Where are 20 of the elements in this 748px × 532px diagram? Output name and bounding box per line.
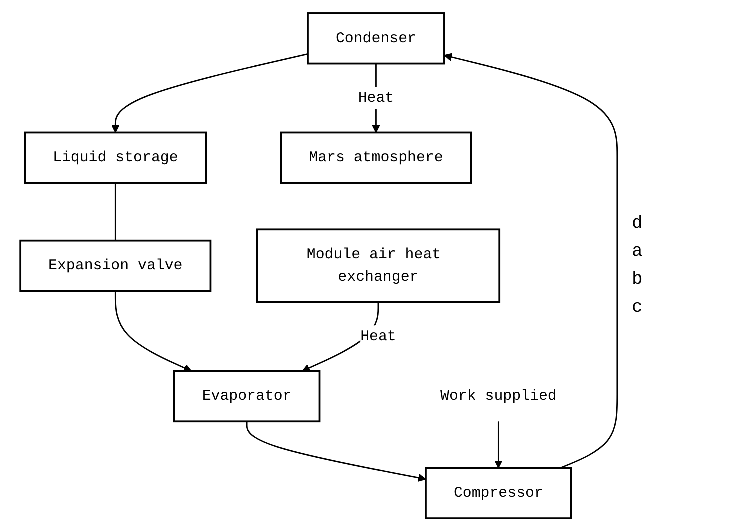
arrow: [444, 53, 618, 469]
point-label: c: [632, 298, 644, 318]
node-box: Condenser: [307, 12, 446, 65]
node-box: Expansion valve: [20, 240, 212, 292]
point-label: d: [632, 214, 644, 234]
arrow: [246, 422, 426, 482]
node-box: Compressor: [425, 467, 572, 520]
connector: [114, 183, 116, 241]
node-box: Evaporator: [173, 370, 321, 423]
node-box: Mars atmosphere: [280, 132, 472, 184]
point-label: a: [632, 242, 644, 262]
node-box: Liquid storage: [24, 132, 208, 184]
arrow: [494, 422, 503, 469]
node-box: Module air heat exchanger: [256, 228, 501, 304]
edge-label: Heat: [360, 328, 396, 346]
edge-label: Heat: [358, 90, 394, 107]
node-text: Work supplied: [440, 388, 557, 405]
arrow: [112, 54, 308, 134]
arrow: [114, 291, 192, 372]
point-label: b: [632, 270, 644, 290]
